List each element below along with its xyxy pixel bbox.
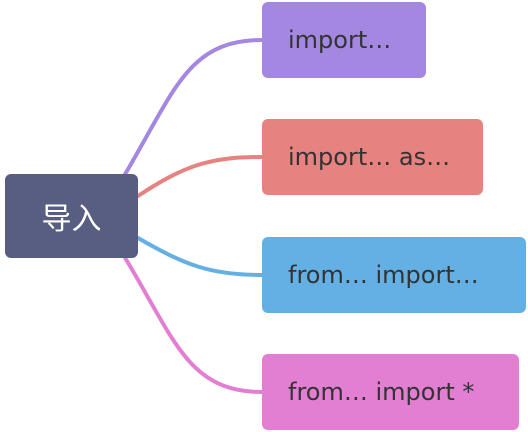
connector-3 bbox=[136, 236, 264, 277]
child-node-label: from… import * bbox=[288, 378, 475, 406]
child-node-import-as[interactable]: import… as… bbox=[262, 119, 483, 195]
child-node-from-import-star[interactable]: from… import * bbox=[262, 354, 519, 430]
root-node-label: 导入 bbox=[41, 202, 102, 237]
root-node[interactable]: 导入 bbox=[5, 174, 138, 258]
connector-1 bbox=[122, 38, 264, 178]
child-node-label: import… as… bbox=[288, 143, 451, 171]
connector-2 bbox=[136, 155, 264, 198]
child-node-import[interactable]: import… bbox=[262, 2, 426, 78]
connector-4 bbox=[122, 254, 264, 394]
child-node-label: import… bbox=[288, 26, 392, 54]
child-node-from-import[interactable]: from… import… bbox=[262, 237, 526, 313]
child-node-label: from… import… bbox=[288, 261, 479, 289]
